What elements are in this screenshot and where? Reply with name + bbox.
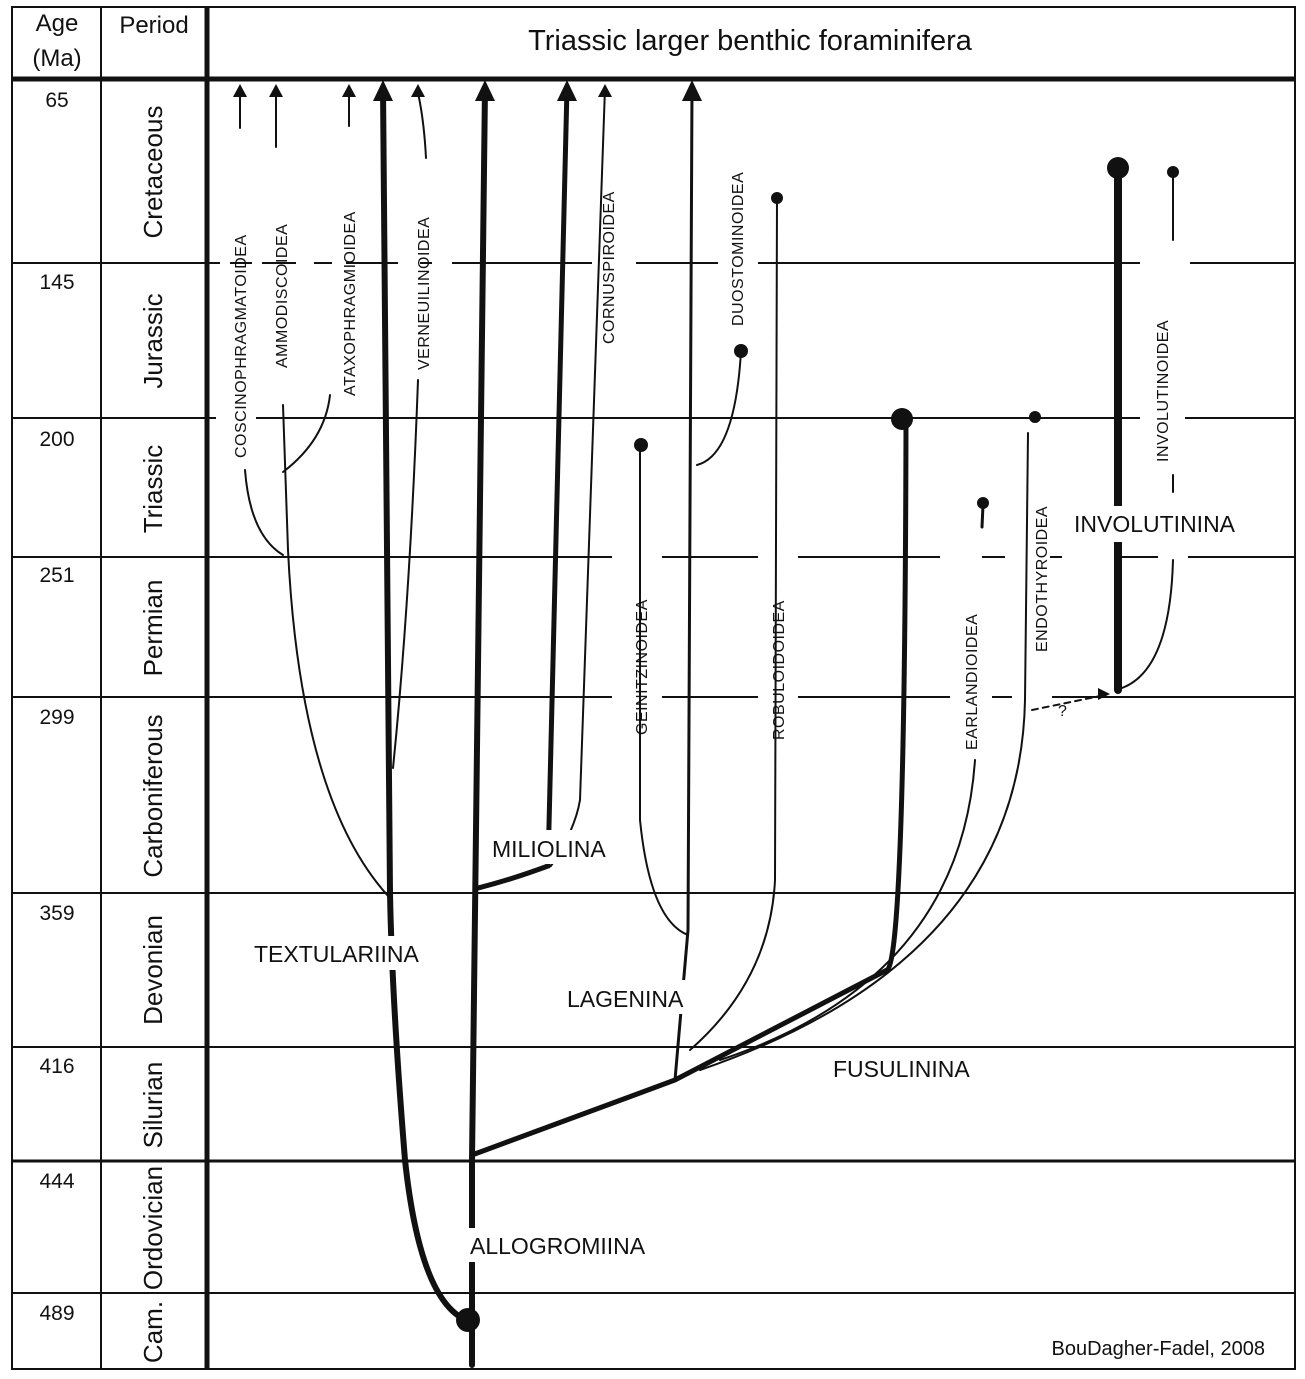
label-ammodiscoidea: AMMODISCOIDEA — [274, 224, 291, 368]
label-endothyroidea: ENDOTHYROIDEA — [1034, 506, 1051, 652]
label-backdrops — [250, 506, 1272, 1262]
period-header: Period — [119, 12, 188, 39]
age-label: 416 — [39, 1055, 74, 1078]
label-lagenina: LAGENINA — [567, 986, 684, 1012]
age-label: 251 — [39, 564, 74, 587]
period-label: Ordovician — [138, 1166, 168, 1290]
age-label: 444 — [39, 1170, 74, 1193]
label-coscinophragmatoidea: COSCINOPHRAGMATOIDEA — [233, 234, 250, 458]
label-fusulinina: FUSULININA — [833, 1056, 970, 1082]
label-miliolina: MILIOLINA — [492, 836, 606, 862]
label-duostominoidea: DUOSTOMINOIDEA — [730, 172, 747, 326]
label-gaps — [216, 258, 1190, 702]
label-textulariina: TEXTULARIINA — [254, 941, 420, 967]
extinction-dots — [456, 157, 1179, 1332]
age-label: 359 — [39, 902, 74, 925]
label-allogromiina: ALLOGROMIINA — [470, 1233, 646, 1259]
label-robuloidoidea: ROBULOIDOIDEA — [771, 600, 788, 740]
label-cornuspiroidea: CORNUSPIROIDEA — [601, 191, 618, 344]
label-geinitzinoidea: GEINITZINOIDEA — [634, 599, 651, 735]
period-label: Permian — [138, 580, 168, 677]
period-label: Jurassic — [138, 293, 168, 388]
age-labels: 65 145 200 251 299 359 416 444 489 — [39, 89, 74, 1325]
period-label: Cretaceous — [138, 106, 168, 239]
lineage-branches — [239, 85, 1174, 1368]
credit-line: BouDagher-Fadel, 2008 — [1052, 1338, 1265, 1360]
age-label: 489 — [39, 1302, 74, 1325]
period-label: Devonian — [138, 915, 168, 1025]
label-verneuilinoidea: VERNEUILINOIDEA — [416, 217, 433, 370]
period-labels: Cretaceous Jurassic Triassic Permian Car… — [138, 106, 168, 1364]
label-involutinina: INVOLUTININA — [1074, 511, 1236, 537]
label-ataxophragmioidea: ATAXOPHRAGMIOIDEA — [342, 211, 359, 396]
age-label: 200 — [39, 428, 74, 451]
age-header-line2: (Ma) — [32, 45, 81, 72]
period-label: Carboniferous — [138, 714, 168, 877]
chart-frame — [11, 6, 1296, 1370]
superfamily-labels: COSCINOPHRAGMATOIDEA AMMODISCOIDEA ATAXO… — [233, 172, 1172, 750]
age-label: 145 — [39, 271, 74, 294]
suborder-labels: MILIOLINA TEXTULARIINA LAGENINA FUSULINI… — [254, 511, 1236, 1259]
chart-title: Triassic larger benthic foraminifera — [528, 25, 973, 57]
age-header-line1: Age — [36, 10, 79, 37]
uncertain-link-mark: ? — [1058, 703, 1067, 720]
age-label: 299 — [39, 706, 74, 729]
age-label: 65 — [45, 89, 68, 112]
label-earlandioidea: EARLANDIOIDEA — [964, 614, 981, 750]
label-involutinoidea: INVOLUTINOIDEA — [1155, 320, 1172, 462]
period-label: Silurian — [138, 1062, 168, 1149]
period-label: Triassic — [138, 445, 168, 534]
period-label: Cam. — [138, 1301, 168, 1363]
arrowheads — [233, 80, 1110, 700]
